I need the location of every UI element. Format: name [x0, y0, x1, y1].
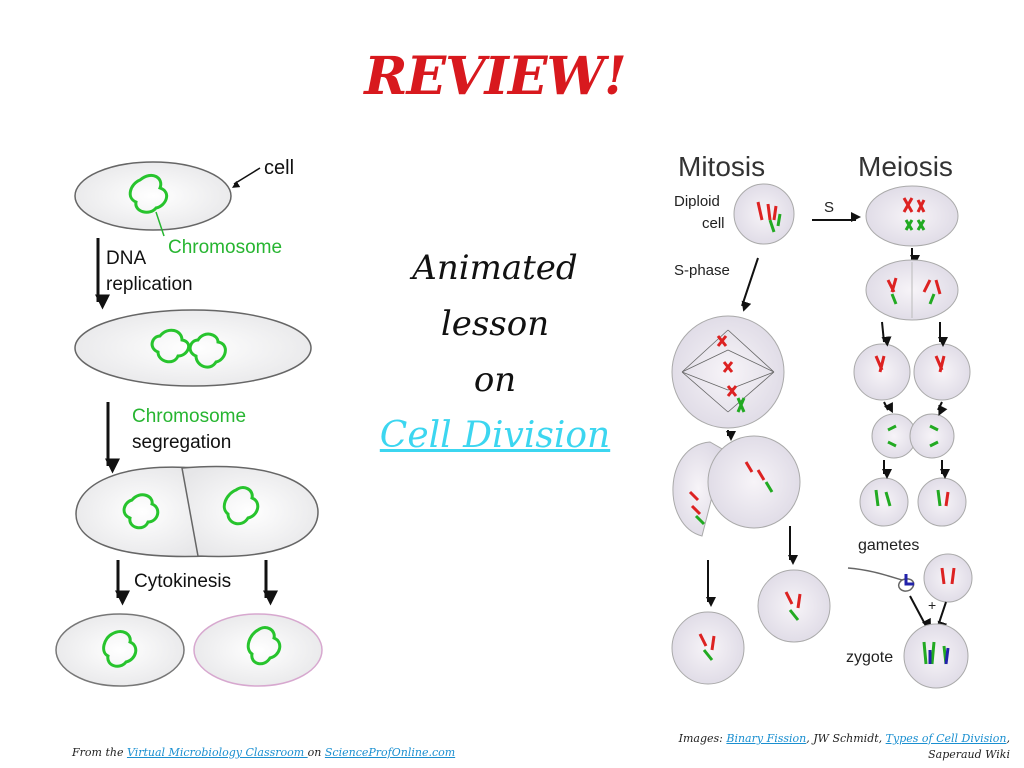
zygote-chromosomes-b [928, 647, 950, 665]
cell-2 [74, 309, 312, 387]
cell-1 [74, 161, 232, 231]
daughter-chroms-1 [698, 633, 716, 651]
cell-label: cell [264, 157, 294, 179]
mitosis-cell-metaphase [671, 315, 785, 429]
lesson-line-2: lesson [440, 304, 550, 344]
sperm-chromosomes [904, 574, 914, 586]
chromosome-4a [102, 630, 138, 668]
cell-pointer [231, 167, 261, 188]
mitosis-chromosomes-g [736, 397, 746, 413]
mitosis-chromosomes [716, 335, 738, 397]
diploid-cell [733, 183, 795, 245]
meiosis-cell-3a [853, 343, 911, 401]
mitosis-meiosis-diagram: Mitosis Meiosis Diploid cell S S-phase [671, 151, 973, 689]
slide-title: REVIEW! [364, 46, 626, 107]
meiosis-cell-4a [871, 413, 917, 459]
arrow-m1 [741, 257, 759, 312]
meiosis-chromosomes-1g [904, 219, 926, 231]
scienceprofonline-link[interactable]: ScienceProfOnline.com [324, 746, 456, 759]
meiosis-cell-3b [913, 343, 971, 401]
arrow-me5 [937, 401, 948, 416]
footer-right-credit: Saperaud Wiki [928, 748, 1010, 761]
chromosome-pointer [155, 211, 165, 237]
meiosis-cell-5a [859, 477, 909, 527]
diploid-label-1: Diploid [674, 193, 720, 210]
mitosis-dividing-chroms-g [694, 481, 774, 526]
diploid-chromosomes-green [768, 213, 782, 233]
daughter-cell-2 [193, 613, 323, 687]
s-phase-label: S-phase [674, 262, 730, 279]
diploid-chromosomes [756, 201, 778, 221]
lesson-line-3: on [473, 360, 517, 400]
daughter-chroms-2g [788, 609, 800, 621]
arrow-zyg-a [909, 595, 931, 629]
chromosome-2a [150, 328, 191, 364]
binary-fission-diagram: cell Chromosome DNA replication Chromoso… [55, 157, 323, 687]
meiosis-chromosomes-4 [887, 424, 939, 448]
spindle [681, 329, 775, 413]
chromosome-3b [222, 486, 260, 526]
meiosis-chromosomes-5r [944, 491, 950, 507]
egg-cell [923, 553, 973, 603]
arrow-me4 [883, 401, 893, 414]
plus-label: + [928, 597, 936, 613]
footer-left-mid: on [307, 746, 325, 759]
footer-left: From the Virtual Microbiology Classroom … [72, 746, 455, 759]
meiosis-heading: Meiosis [858, 151, 953, 182]
arrow-zyg-b [937, 601, 948, 632]
cell-3-left [75, 466, 209, 558]
virtual-classroom-link[interactable]: Virtual Microbiology Classroom [126, 746, 308, 759]
s-label: S [824, 199, 834, 216]
daughter-cell-1 [55, 613, 185, 687]
meiosis-cell-1 [865, 185, 959, 247]
meiosis-chromosomes-2g [890, 293, 936, 305]
cytokinesis-label: Cytokinesis [134, 571, 231, 592]
meiosis-chromosomes-2 [886, 277, 942, 295]
lesson-line-1: Animated [412, 248, 578, 288]
footer-left-prefix: From the [72, 746, 127, 759]
zygote-cell [903, 623, 969, 689]
meiosis-chromosomes-1 [902, 197, 926, 213]
dna-label-1: DNA [106, 248, 146, 269]
mitosis-dividing-right [707, 435, 801, 529]
egg-chromosomes [940, 567, 956, 585]
daughter-chroms-1g [702, 649, 714, 661]
chromosome-3a [122, 493, 160, 530]
daughter-chroms-2 [784, 591, 802, 609]
chromosome-1 [128, 174, 169, 214]
chromosome-2b [188, 332, 227, 369]
dna-label-2: replication [106, 274, 193, 295]
segregation-label-1: Chromosome [132, 406, 246, 427]
sperm [847, 567, 915, 592]
segregation-label-2: segregation [132, 432, 231, 453]
cell-division-link[interactable]: Cell Division [379, 415, 611, 456]
footer-right: Images: Binary Fission, JW Schmidt, Type… [679, 731, 1010, 763]
footer-right-end: , [1006, 732, 1011, 745]
footer-right-prefix: Images: [678, 732, 727, 745]
mitosis-dividing-chroms [688, 461, 766, 516]
meiosis-chromosomes-5 [874, 489, 942, 507]
chromosome-4b [246, 626, 282, 666]
meiosis-chromosomes-3 [874, 355, 946, 373]
zygote-label: zygote [846, 649, 893, 666]
mitosis-daughter-2 [757, 569, 831, 643]
binary-fission-link[interactable]: Binary Fission [726, 732, 807, 745]
meiosis-cell-4b [909, 413, 955, 459]
gametes-label: gametes [858, 537, 919, 554]
diploid-label-2: cell [702, 215, 725, 232]
lesson-text: Animated lesson on Cell Division [345, 240, 645, 464]
arrow-me2 [881, 321, 892, 347]
types-of-cell-division-link[interactable]: Types of Cell Division [885, 732, 1007, 745]
mitosis-daughter-1 [671, 611, 745, 685]
cell-3-right [181, 465, 319, 558]
footer-right-mid: , JW Schmidt, [806, 732, 886, 745]
meiosis-cell-5b [917, 477, 967, 527]
chromosome-label: Chromosome [168, 237, 282, 258]
mitosis-heading: Mitosis [678, 151, 765, 182]
